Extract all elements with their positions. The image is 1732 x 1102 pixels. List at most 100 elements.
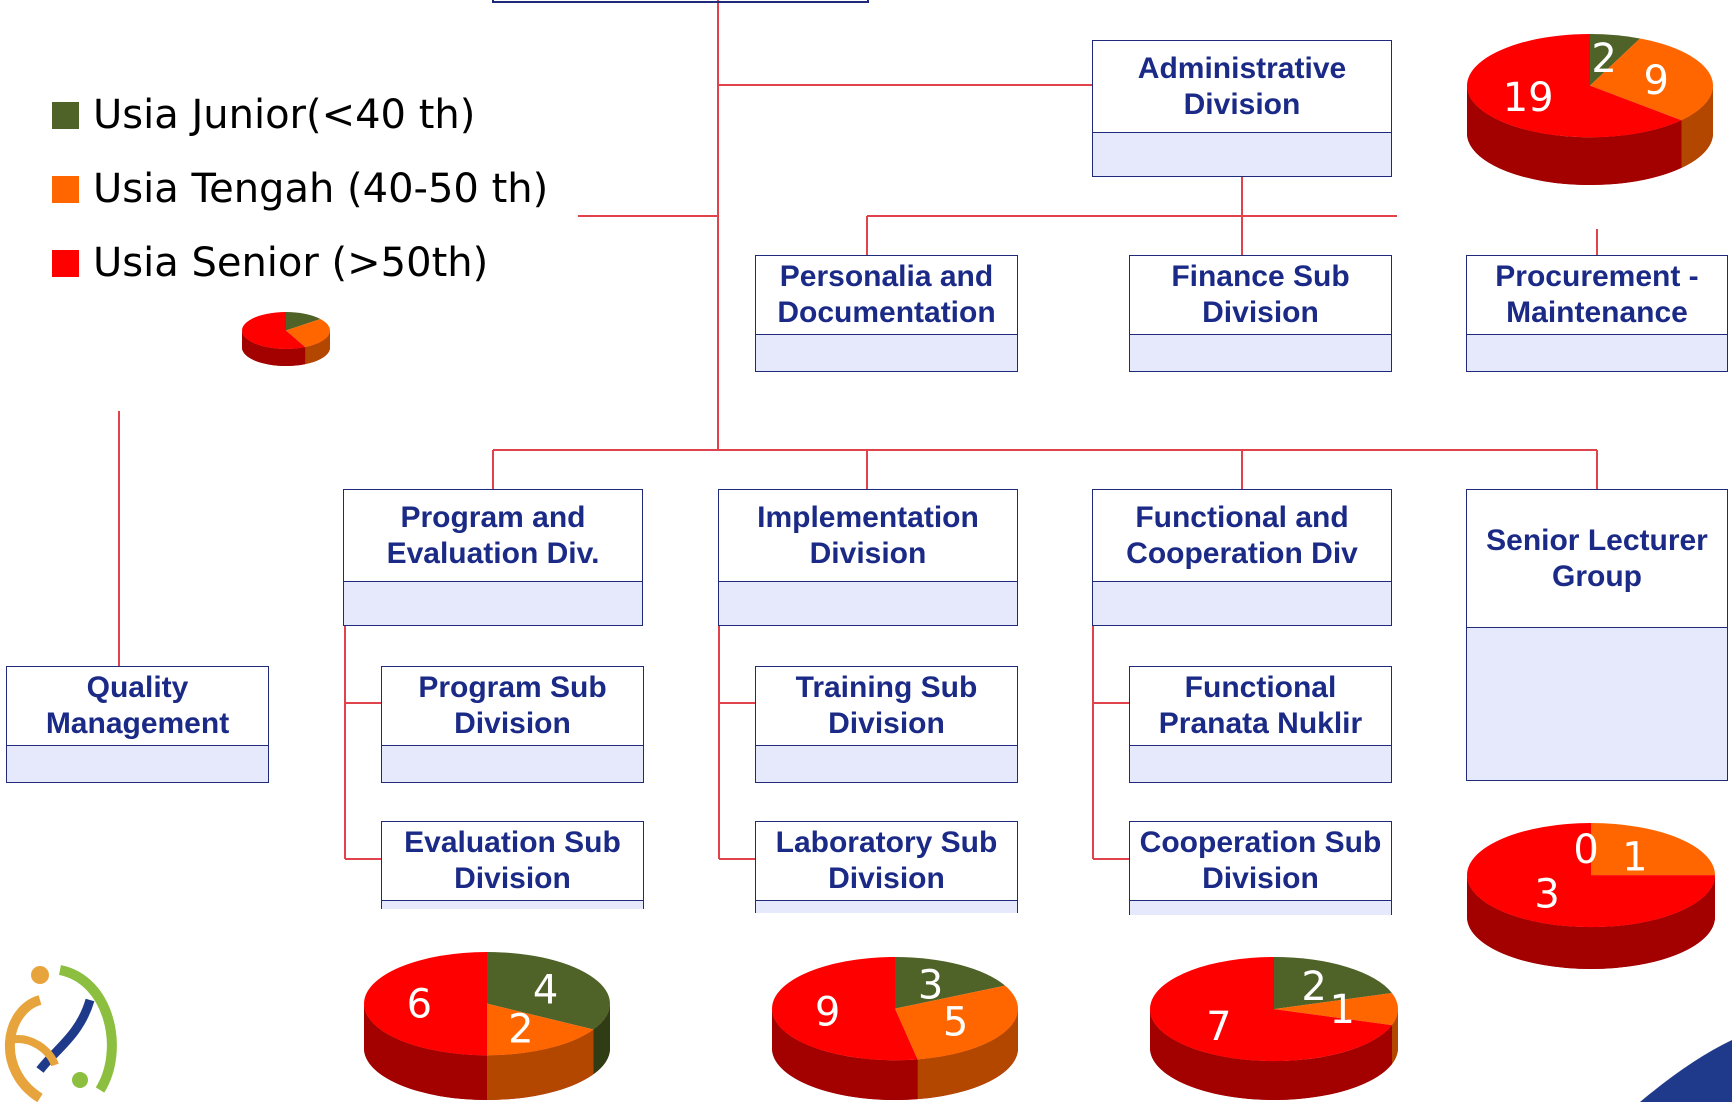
pie-wall-junior	[593, 1003, 610, 1075]
pie-wall-senior	[242, 330, 306, 366]
pie-wall-senior	[1467, 85, 1682, 186]
pie-label-junior: 3	[918, 963, 943, 1009]
institution-logo	[4, 965, 117, 1102]
pie-slice-senior	[364, 952, 487, 1056]
box-line-2: Division	[454, 862, 571, 895]
legend-swatch-senior	[52, 249, 79, 277]
pie-label-tengah: 9	[1643, 58, 1668, 104]
box-line-2: Group	[1552, 559, 1642, 593]
pie-label-senior: 6	[407, 982, 432, 1028]
box-line-1: Evaluation Sub	[404, 826, 621, 859]
pie-slice-junior	[1590, 34, 1641, 86]
pie-wall-tengah	[305, 330, 330, 365]
box-line-1: Program Sub	[418, 671, 607, 704]
box-line-1: Laboratory Sub	[775, 826, 998, 859]
box-line-2: Division	[1202, 296, 1319, 329]
pie-wall-senior	[1467, 875, 1715, 969]
pie-chart-program-evaluation: 42 6	[364, 952, 610, 1100]
pie-chart-implementation: 35 9	[772, 957, 1018, 1100]
pie-slice-tengah	[1590, 38, 1713, 121]
pie-wall-tengah	[487, 1029, 594, 1100]
box-line-2: Division	[828, 707, 945, 740]
pie-slice-tengah	[487, 1003, 594, 1056]
legend-item-tengah: Usia Tengah (40-50 th)	[52, 152, 548, 226]
box-line-1: Implementation	[757, 500, 979, 534]
pie-slice-junior	[895, 957, 1006, 1009]
box-line-2: Division	[454, 707, 571, 740]
box-line-1: Program and	[400, 500, 586, 534]
legend-label-junior: Usia Junior(<40 th)	[93, 92, 476, 138]
pie-label-tengah: 2	[508, 1006, 533, 1052]
pie-slice-tengah	[286, 318, 330, 348]
pie-slice-tengah	[1274, 992, 1398, 1026]
box-line-2: Cooperation Div	[1126, 536, 1358, 570]
box-line-2: Pranata Nuklir	[1158, 707, 1363, 740]
legend-swatch-tengah	[52, 175, 79, 203]
box-line-2: Maintenance	[1506, 296, 1688, 329]
box-line-1: Quality	[86, 671, 189, 704]
box-line-2: Division	[1202, 862, 1319, 895]
box-line-2: Documentation	[777, 296, 996, 329]
box-line-1: Finance Sub	[1171, 260, 1350, 293]
pie-slice-senior	[241, 312, 306, 349]
pie-slice-senior	[1467, 823, 1715, 928]
box-line-1: Training Sub	[795, 671, 978, 704]
pie-slice-senior	[1150, 957, 1392, 1062]
box-line-1: Administrative	[1137, 51, 1347, 85]
pie-label-tengah: 1	[1622, 835, 1647, 881]
pie-slice-junior	[286, 312, 321, 331]
legend-item-junior: Usia Junior(<40 th)	[52, 78, 548, 152]
pie-label-senior: 7	[1206, 1004, 1231, 1050]
pie-chart-legend-sample	[241, 312, 330, 366]
legend-swatch-junior	[52, 101, 79, 129]
legend-label-tengah: Usia Tengah (40-50 th)	[93, 166, 549, 212]
pie-label-junior: 2	[1301, 964, 1326, 1010]
pie-wall-senior	[364, 1003, 487, 1100]
box-line-2: Division	[809, 536, 927, 570]
box-line-1: Personalia and	[779, 260, 994, 293]
pie-label-tengah: 1	[1329, 987, 1354, 1033]
pie-label-senior: 19	[1503, 75, 1554, 121]
pie-wall-senior	[1150, 1009, 1392, 1100]
box-line-1: Cooperation Sub	[1139, 826, 1382, 859]
pie-chart-functional-cooperation: 21 7	[1150, 957, 1398, 1100]
pie-label-senior: 9	[815, 989, 840, 1035]
pie-slice-junior	[1274, 957, 1392, 1010]
pie-label-senior: 3	[1534, 871, 1559, 917]
pie-wall-tengah	[917, 1008, 1018, 1100]
box-line-1: Functional	[1184, 671, 1337, 704]
legend-item-senior: Usia Senior (>50th)	[52, 226, 548, 300]
pie-slice-senior	[772, 957, 918, 1061]
box-line-1: Procurement -	[1495, 260, 1699, 293]
pie-slice-senior	[1467, 34, 1682, 138]
legend-label-senior: Usia Senior (>50th)	[93, 240, 489, 286]
pie-label-junior: 4	[533, 967, 558, 1013]
box-line-2: Division	[1183, 87, 1301, 121]
age-legend: Usia Junior(<40 th) Usia Tengah (40-50 t…	[52, 78, 548, 300]
box-line-2: Division	[828, 862, 945, 895]
pie-slice-tengah	[1591, 823, 1715, 876]
box-line-1: Functional and	[1135, 500, 1349, 534]
box-line-1: Senior Lecturer	[1486, 523, 1708, 557]
pie-label-junior: 2	[1591, 36, 1616, 82]
pie-label-tengah: 5	[943, 999, 968, 1045]
procurement-maintenance-box: Procurement -Maintenance	[1466, 255, 1728, 372]
pie-slice-junior	[487, 952, 610, 1030]
pie-wall-tengah	[1681, 85, 1713, 168]
